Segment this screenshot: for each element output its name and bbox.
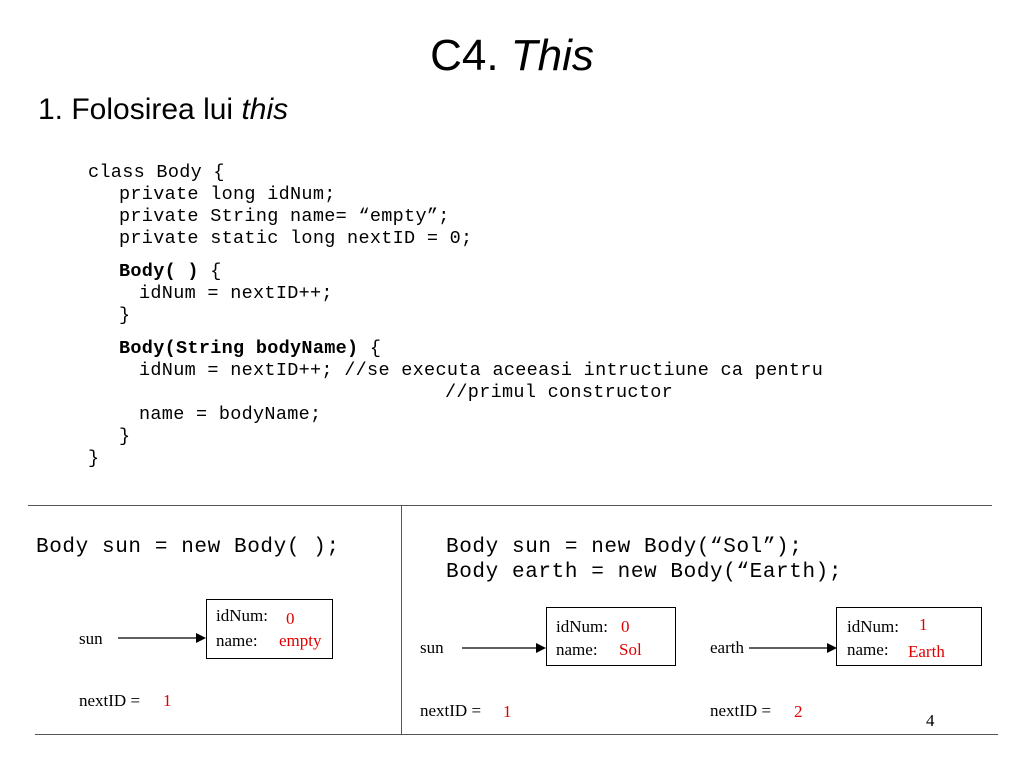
code-constructor2-line1: idNum = nextID++; //se executa aceeasi i… xyxy=(139,360,824,381)
left-sun-arrow xyxy=(118,633,206,643)
left-idnum-label: idNum: xyxy=(216,606,268,625)
right-earth-name-label: name: xyxy=(847,640,889,659)
table-bottom-rule xyxy=(35,734,998,735)
right-sun-label: sun xyxy=(420,638,444,657)
left-statement: Body sun = new Body( ); xyxy=(36,536,340,559)
code-constructor2-line3: name = bodyName; xyxy=(139,404,322,425)
right-sun-object-box: idNum: 0 name: Sol xyxy=(546,607,676,666)
right-earth-arrow xyxy=(749,643,837,653)
left-sun-label: sun xyxy=(79,629,103,648)
right-statement-earth: Body earth = new Body(“Earth); xyxy=(446,561,843,584)
page-number: 4 xyxy=(926,711,935,730)
code-line-name: private String name= “empty”; xyxy=(119,206,450,227)
right-sun-idnum-value: 0 xyxy=(621,617,630,636)
slide-subtitle: 1. Folosirea lui this xyxy=(38,90,288,130)
code-line-nextid: private static long nextID = 0; xyxy=(119,228,473,249)
code-constructor2-comment: //primul constructor xyxy=(445,382,674,403)
code-line-class: class Body { xyxy=(88,162,225,183)
constructor1-name: Body( ) xyxy=(119,261,199,282)
right-sun-name-label: name: xyxy=(556,640,598,659)
slide-title: C4. This xyxy=(0,28,1024,84)
code-constructor2-close: } xyxy=(119,426,131,447)
right-earth-label: earth xyxy=(710,638,744,657)
constructor1-brace: { xyxy=(198,261,222,282)
right-sun-nextid-value: 1 xyxy=(503,702,512,721)
left-sun-object-box: idNum: 0 name: empty xyxy=(206,599,333,659)
code-constructor1-close: } xyxy=(119,305,131,326)
right-earth-nextid-label: nextID = xyxy=(710,701,772,720)
left-nextid-value: 1 xyxy=(163,691,172,710)
right-sun-name-value: Sol xyxy=(619,640,642,659)
right-sun-idnum-label: idNum: xyxy=(556,617,608,636)
code-constructor1-body: idNum = nextID++; xyxy=(139,283,333,304)
right-statement-sun: Body sun = new Body(“Sol”); xyxy=(446,536,803,559)
right-earth-nextid-value: 2 xyxy=(794,702,803,721)
constructor2-brace: { xyxy=(358,338,382,359)
left-nextid-label: nextID = xyxy=(79,691,141,710)
right-earth-object-box: idNum: 1 name: Earth xyxy=(836,607,982,666)
right-sun-nextid-label: nextID = xyxy=(420,701,482,720)
slide-subtitle-prefix: 1. Folosirea lui xyxy=(38,93,242,126)
code-constructor1-signature: Body( ) { xyxy=(119,261,222,283)
slide-title-italic: This xyxy=(510,31,594,80)
right-earth-idnum-value: 1 xyxy=(919,615,928,634)
code-line-idnum: private long idNum; xyxy=(119,184,336,205)
code-class-close: } xyxy=(88,448,100,469)
table-divider xyxy=(401,505,402,734)
right-sun-arrow xyxy=(462,643,546,653)
right-earth-idnum-label: idNum: xyxy=(847,617,899,636)
left-name-value: empty xyxy=(279,631,322,650)
right-earth-name-value: Earth xyxy=(908,642,945,661)
constructor2-name: Body(String bodyName) xyxy=(119,338,359,359)
code-constructor2-signature: Body(String bodyName) { xyxy=(119,338,381,360)
slide-subtitle-italic: this xyxy=(241,93,289,126)
slide-title-prefix: C4. xyxy=(430,31,511,80)
left-name-label: name: xyxy=(216,631,258,650)
left-idnum-value: 0 xyxy=(286,609,295,628)
table-top-rule xyxy=(28,505,992,506)
